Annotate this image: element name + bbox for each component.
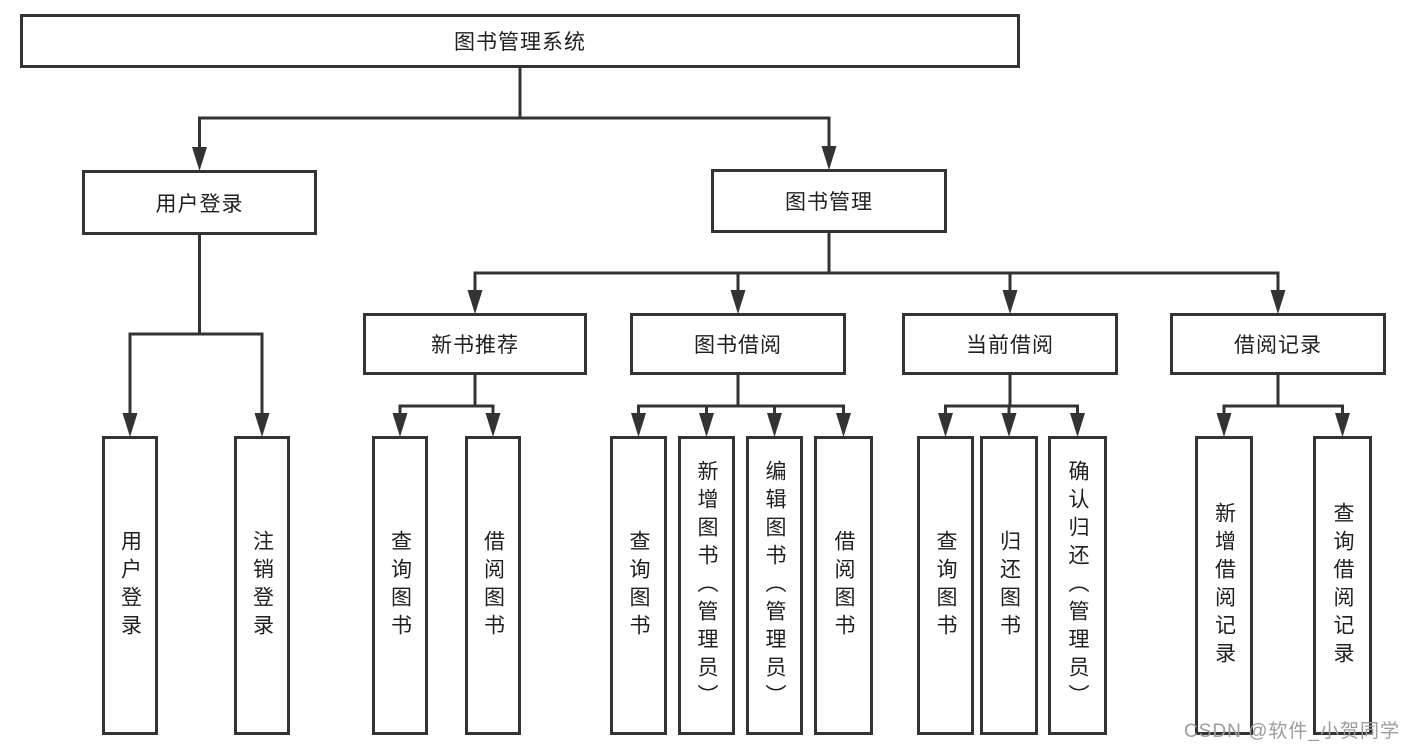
node-nbr-query: 查询图书 xyxy=(372,436,428,735)
node-leaf-logout: 注销登录 xyxy=(234,436,290,735)
node-book-mgmt: 图书管理 xyxy=(711,169,947,233)
node-label: 图书管理系统 xyxy=(454,31,586,54)
node-label: 查询借阅记录 xyxy=(1331,501,1354,670)
node-leaf-user-login: 用户登录 xyxy=(102,436,158,735)
node-bb-query: 查询图书 xyxy=(610,436,667,735)
node-label: 图书管理 xyxy=(785,191,873,214)
node-label: 当前借阅 xyxy=(966,334,1054,357)
watermark: CSDN @软件_小贺同学 xyxy=(1184,721,1400,742)
node-label: 图书借阅 xyxy=(694,334,782,357)
node-label: 查询图书 xyxy=(627,529,650,642)
node-bb-borrow: 借阅图书 xyxy=(814,436,873,735)
node-label: 借阅图书 xyxy=(481,529,505,642)
node-current-borrow: 当前借阅 xyxy=(902,313,1118,375)
node-label: 查询图书 xyxy=(934,529,957,642)
node-bb-add: 新增图书（管理员） xyxy=(678,436,735,735)
node-label: 归还图书 xyxy=(997,529,1021,642)
node-cb-query: 查询图书 xyxy=(917,436,974,735)
node-label: 用户登录 xyxy=(155,192,244,216)
node-label: 借阅记录 xyxy=(1234,334,1322,357)
node-label: 确认归还（管理员） xyxy=(1066,459,1089,712)
node-cb-return: 归还图书 xyxy=(980,436,1038,735)
node-cb-confirm: 确认归还（管理员） xyxy=(1048,436,1107,735)
node-new-book-rec: 新书推荐 xyxy=(363,313,587,375)
node-borrow-records: 借阅记录 xyxy=(1170,313,1386,375)
node-label: 借阅图书 xyxy=(832,529,855,642)
node-label: 新增图书（管理员） xyxy=(695,459,718,712)
node-br-add: 新增借阅记录 xyxy=(1195,436,1253,735)
node-br-query: 查询借阅记录 xyxy=(1313,436,1372,735)
node-label: 新增借阅记录 xyxy=(1212,501,1236,670)
node-bb-edit: 编辑图书（管理员） xyxy=(746,436,803,735)
node-label: 新书推荐 xyxy=(431,334,519,357)
node-label: 查询图书 xyxy=(388,529,412,642)
node-label: 编辑图书（管理员） xyxy=(763,459,786,712)
node-root: 图书管理系统 xyxy=(20,14,1020,68)
node-label: 注销登录 xyxy=(250,529,274,642)
node-user-login: 用户登录 xyxy=(82,170,317,235)
node-label: 用户登录 xyxy=(118,529,142,642)
node-book-borrow: 图书借阅 xyxy=(630,313,846,375)
node-nbr-borrow: 借阅图书 xyxy=(465,436,521,735)
